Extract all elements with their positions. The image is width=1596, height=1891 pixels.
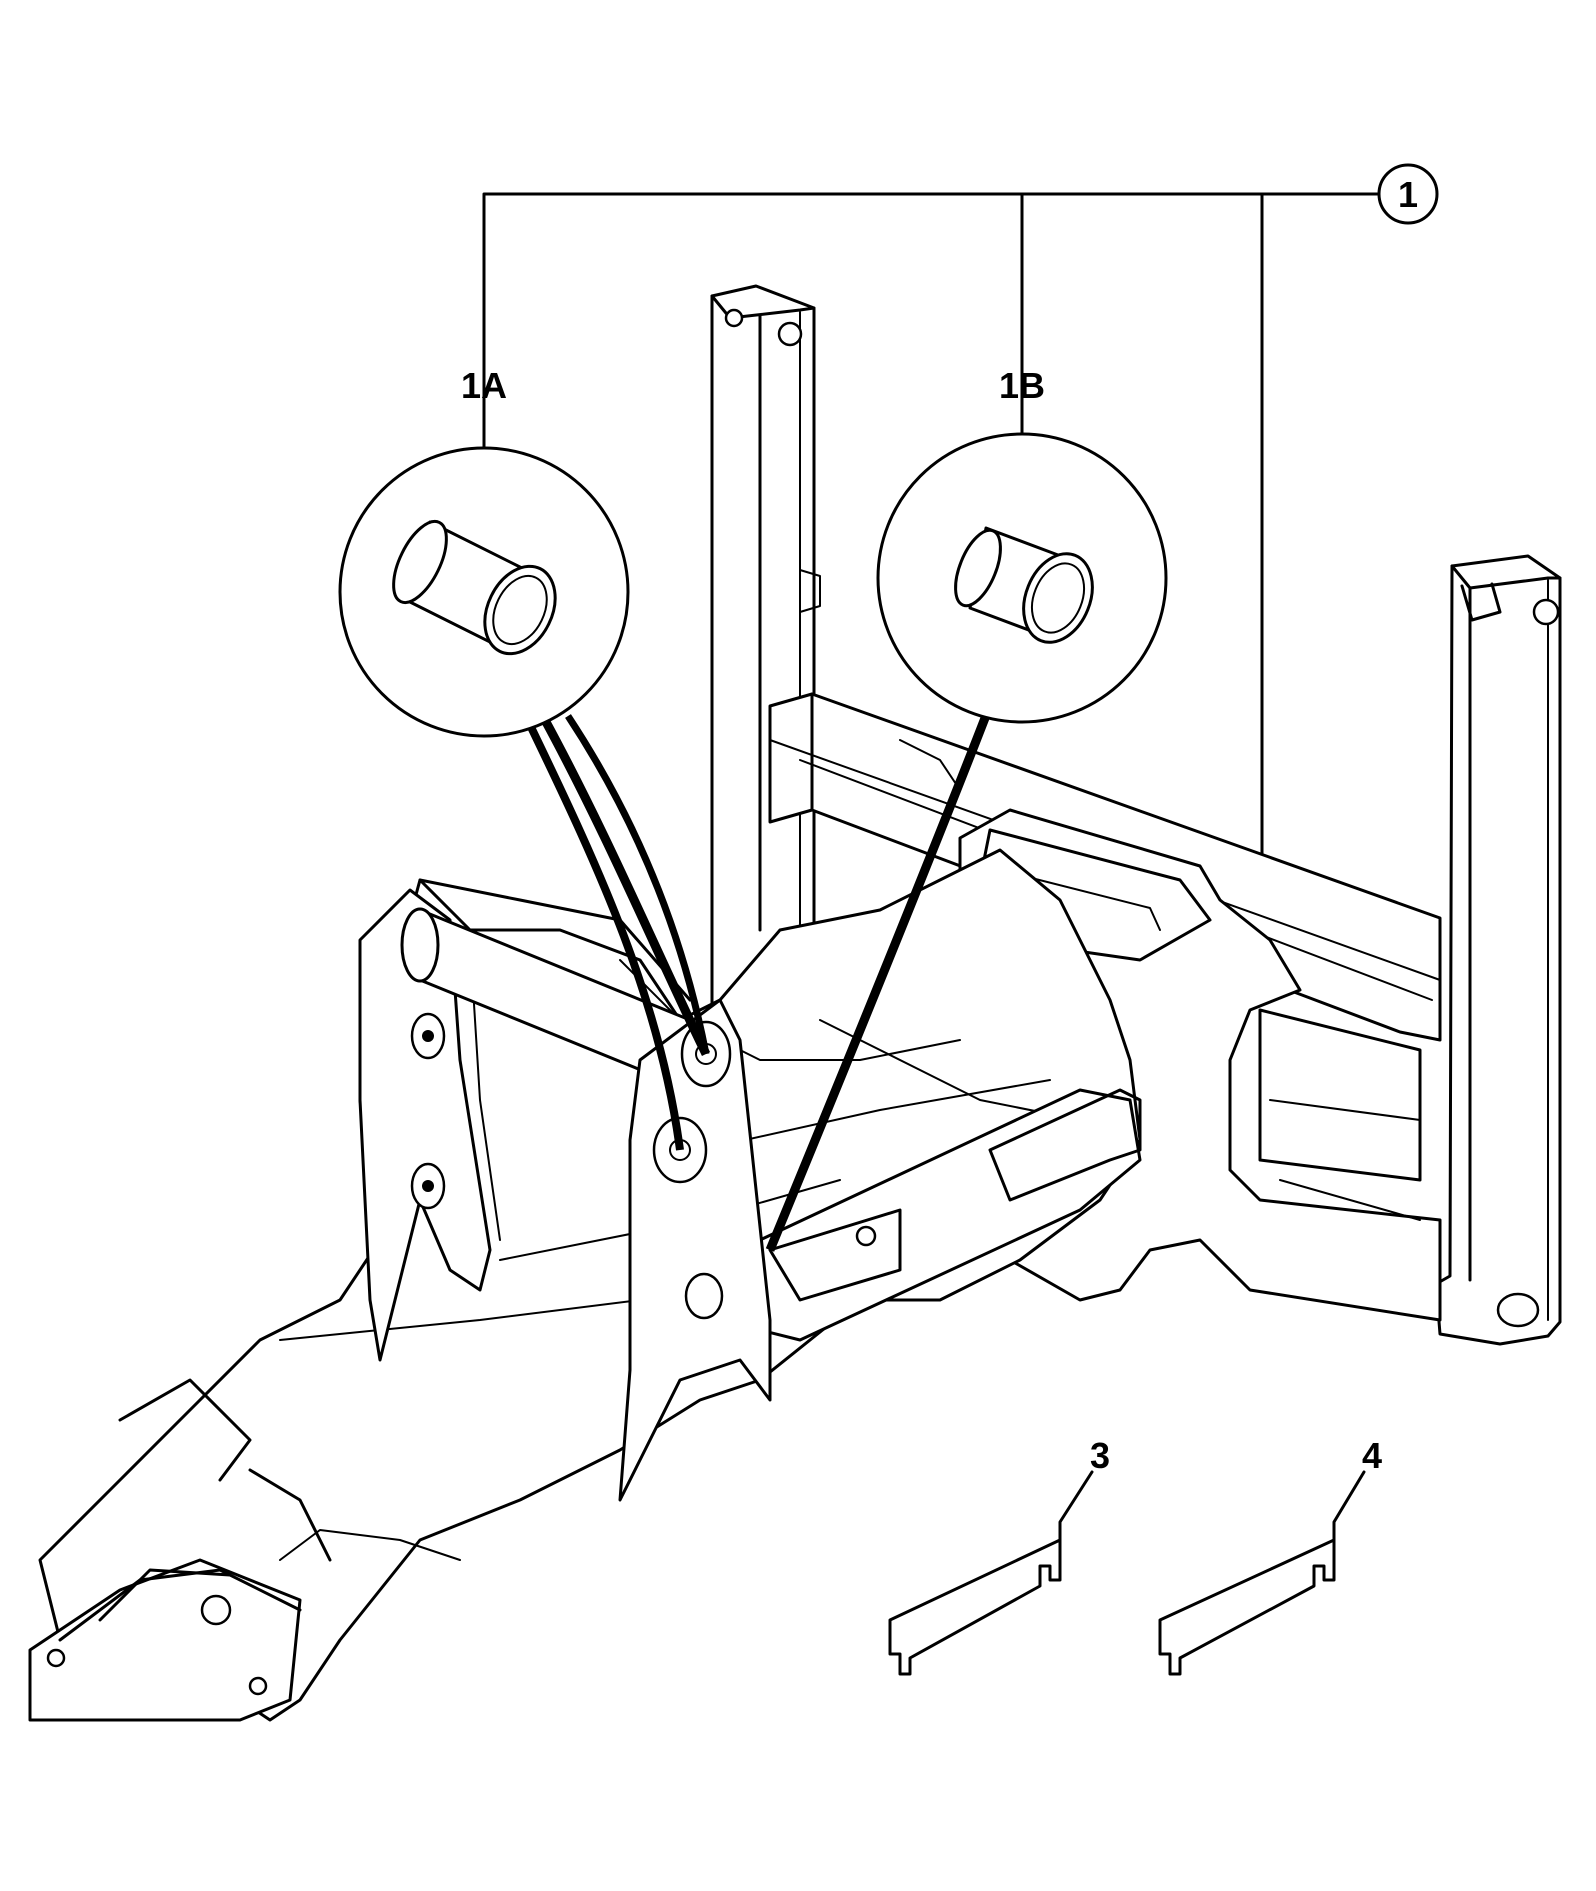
bushing-leaders	[526, 714, 990, 1252]
centre-pivot-plate	[618, 998, 772, 1502]
left-rear-post	[710, 284, 821, 1042]
callout-1-circle	[1377, 163, 1439, 225]
right-rear-post	[1434, 554, 1562, 1346]
callout-4-label: 4	[1362, 1435, 1382, 1476]
left-pivot-tower	[358, 888, 492, 1362]
front-nose	[28, 1378, 461, 1722]
bushing-1b-detail	[876, 432, 1168, 724]
callout-1-leaders	[482, 192, 1381, 864]
bushing-1a-detail	[338, 446, 630, 738]
callout-1-label: 1	[1398, 174, 1418, 215]
callout-1a-label: 1A	[461, 365, 507, 406]
shim-3	[888, 1470, 1094, 1676]
callout-3-label: 3	[1090, 1435, 1110, 1476]
shim-4	[1158, 1470, 1366, 1676]
cross-tube	[400, 907, 692, 1092]
callout-1b-label: 1B	[999, 365, 1045, 406]
